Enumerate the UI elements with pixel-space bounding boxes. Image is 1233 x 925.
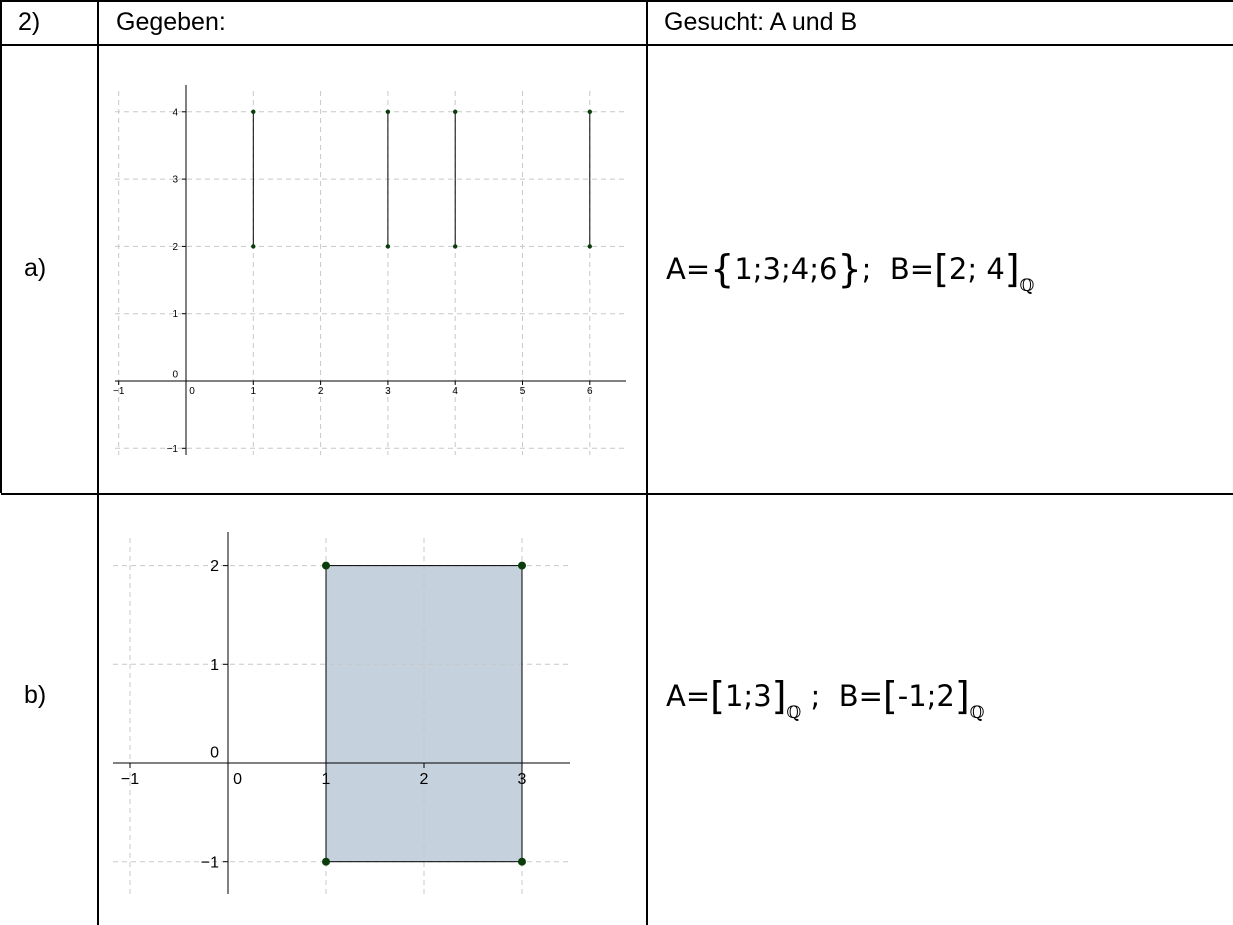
x-tick-label: 0: [189, 386, 195, 397]
answer-a-set-b-content: 2; 4: [948, 252, 1005, 286]
data-point: [518, 857, 526, 866]
bracket-close: ]: [1004, 247, 1020, 291]
data-point: [385, 244, 391, 249]
rationals-subscript: ℚ: [786, 703, 802, 723]
y-tick-label: 1: [210, 657, 219, 674]
x-tick-label: −1: [121, 771, 139, 788]
answer-a-set-a-content: 1;3;4;6: [734, 252, 838, 286]
data-point: [587, 109, 592, 115]
data-point: [453, 109, 458, 115]
answer-a-set-b-prefix: B=: [889, 252, 935, 286]
bracket-open: [: [934, 247, 949, 291]
x-tick-label: 4: [452, 386, 458, 397]
y-tick-label: 0: [210, 744, 219, 761]
answer-b-set-a-prefix: A=: [666, 679, 711, 713]
x-tick-label: 0: [233, 771, 242, 788]
x-tick-label: 2: [318, 386, 324, 397]
bracket-close: ]: [954, 674, 970, 718]
rationals-subscript: ℚ: [969, 703, 985, 723]
bracket-open: [: [710, 674, 725, 718]
answer-b-set-a-content: 1;3: [724, 679, 772, 713]
row-label-b: b): [24, 681, 47, 709]
task-number: 2): [18, 8, 41, 36]
y-tick-label: 3: [172, 175, 178, 186]
data-point: [385, 109, 391, 115]
answer-a-separator: ;: [861, 252, 890, 286]
x-tick-label: 6: [587, 386, 593, 397]
answer-b-set-b-content: -1;2: [897, 679, 955, 713]
x-tick-label: 2: [420, 771, 429, 788]
y-tick-label: 0: [172, 370, 178, 381]
y-tick-label: −1: [167, 444, 179, 455]
header-bottom-border: [0, 44, 1233, 46]
data-point: [251, 244, 256, 249]
y-tick-label: −1: [201, 854, 219, 871]
row-b-left-border: [0, 493, 1, 925]
brace-close: }: [837, 247, 862, 291]
answer-b-set-b-prefix: B=: [838, 679, 883, 713]
rationals-subscript: ℚ: [1019, 276, 1035, 296]
x-tick-label: 5: [520, 386, 526, 397]
data-point: [453, 244, 458, 249]
table-top-border: [0, 0, 1233, 2]
answer-b-separator: ;: [801, 679, 839, 713]
column-divider-2: [646, 0, 648, 925]
x-tick-label: 1: [251, 386, 257, 397]
data-point: [322, 561, 330, 570]
rectangle-outline: [325, 565, 523, 863]
given-heading: Gegeben:: [116, 8, 226, 36]
column-divider-1: [97, 0, 99, 925]
brace-open: {: [710, 247, 735, 291]
x-tick-label: −1: [113, 386, 125, 397]
answer-a: A={1;3;4;6}; B=[2; 4]ℚ: [666, 247, 1034, 296]
row-a-bottom-border: [0, 493, 1233, 495]
y-tick-label: 2: [210, 558, 219, 575]
data-point: [251, 109, 256, 115]
bracket-open: [: [882, 674, 898, 718]
data-point: [518, 561, 526, 570]
x-tick-label: 3: [385, 386, 391, 397]
data-point: [322, 857, 330, 866]
sought-heading: Gesucht: A und B: [664, 8, 858, 36]
y-tick-label: 1: [172, 309, 178, 320]
row-label-a: a): [24, 254, 47, 282]
bracket-close: ]: [771, 674, 787, 718]
answer-a-set-a-prefix: A=: [666, 252, 711, 286]
table-left-border: [0, 0, 2, 495]
y-tick-label: 2: [172, 242, 178, 253]
data-point: [587, 244, 592, 249]
answer-b: A=[1;3]ℚ ; B=[-1;2]ℚ: [666, 674, 985, 723]
y-tick-label: 4: [172, 107, 178, 118]
